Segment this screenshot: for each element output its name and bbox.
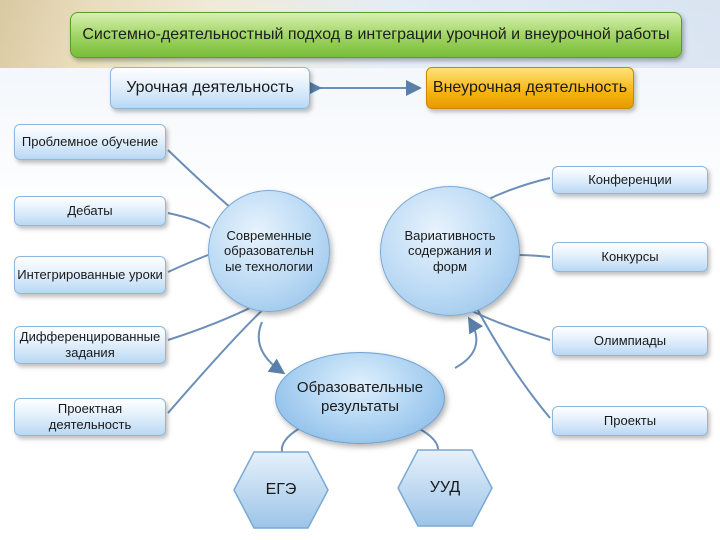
page-title: Системно-деятельностный подход в интегра… [70,12,682,58]
left-item-project-activity: Проектная деятельность [14,398,166,436]
curve-left-down [257,321,286,375]
page-title-text: Системно-деятельностный подход в интегра… [82,26,670,44]
left-item-differentiated-tasks: Дифференцированные задания [14,326,166,364]
ege-label: ЕГЭ [265,481,297,498]
modern-technologies-circle: Современные образовательные технологии [208,190,330,312]
right-item-conferences: Конференции [552,166,708,194]
left-item-problem-learning: Проблемное обучение [14,124,166,160]
hexagon-shape-ege [233,451,329,529]
spoke-projects [474,304,551,419]
extracurricular-activity-label: Внеурочная деятельность [432,79,628,97]
curve-right-up [454,316,484,369]
spoke-contests [517,254,551,258]
hexagon-shape-uud [397,449,493,527]
variability-circle: Вариативность содержания и форм [380,186,520,316]
uud-hexagon: УУД [396,448,494,528]
right-item-projects: Проекты [552,406,708,436]
lesson-activity-label: Урочная деятельность [126,79,294,97]
uud-label: УУД [429,479,461,496]
spoke-debates [167,212,211,229]
ege-hexagon: ЕГЭ [232,450,330,530]
lesson-activity-box: Урочная деятельность [110,67,310,109]
extracurricular-activity-box: Внеурочная деятельность [426,67,634,109]
left-item-debates: Дебаты [14,196,166,226]
left-item-integrated-lessons: Интегрированные уроки [14,256,166,294]
spoke-olympiads [469,309,551,341]
educational-results-ellipse: Образовательные результаты [275,352,445,444]
link-ege [280,427,301,453]
right-item-olympiads: Олимпиады [552,326,708,356]
right-item-contests: Конкурсы [552,242,708,272]
spoke-integrated [167,254,209,273]
spoke-project [167,304,269,414]
